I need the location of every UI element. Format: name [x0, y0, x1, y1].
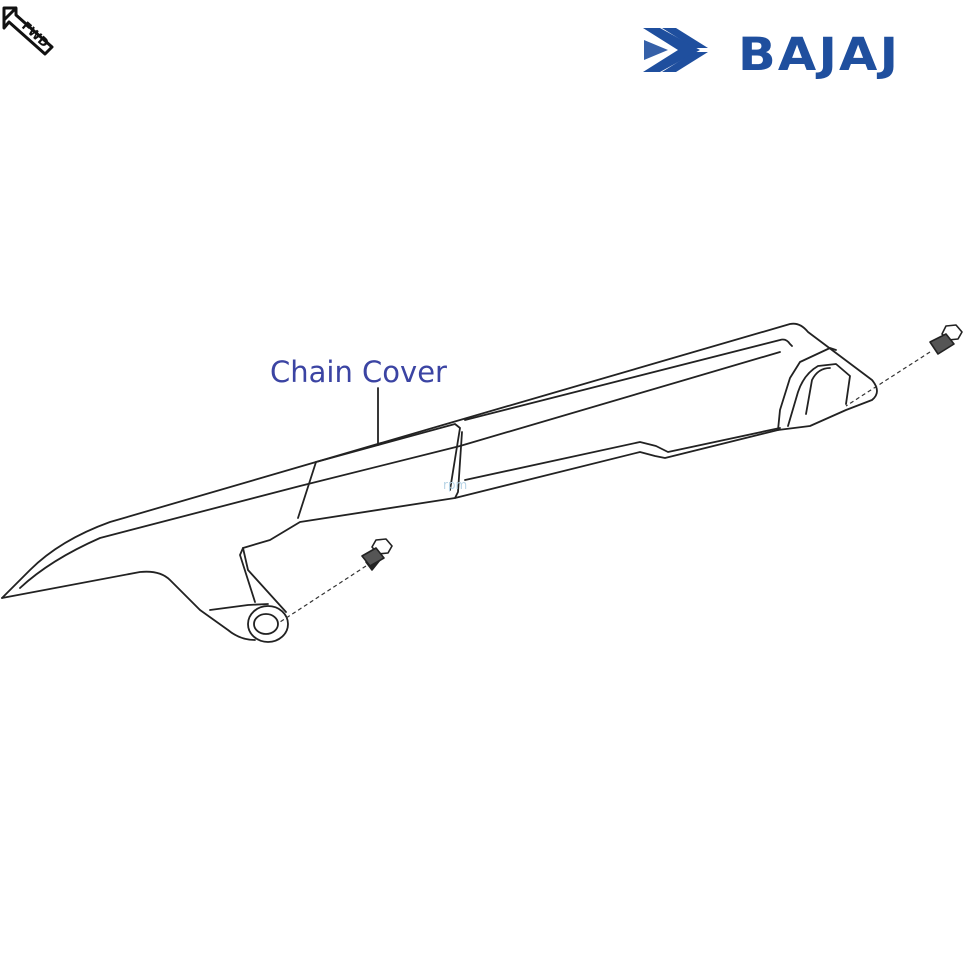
chain-cover-outline [1, 322, 878, 643]
part-label-chain-cover: Chain Cover [270, 355, 447, 389]
forward-arrow-icon: FWD [2, 6, 54, 56]
bajaj-double-arrow-icon [643, 28, 708, 72]
brand-name: BAJAJ [738, 28, 901, 81]
hex-bolt-icon [361, 538, 393, 571]
watermark: rpm [443, 478, 468, 492]
hex-bolt-icon [929, 324, 963, 355]
bolt-alignment-lines [279, 351, 931, 623]
